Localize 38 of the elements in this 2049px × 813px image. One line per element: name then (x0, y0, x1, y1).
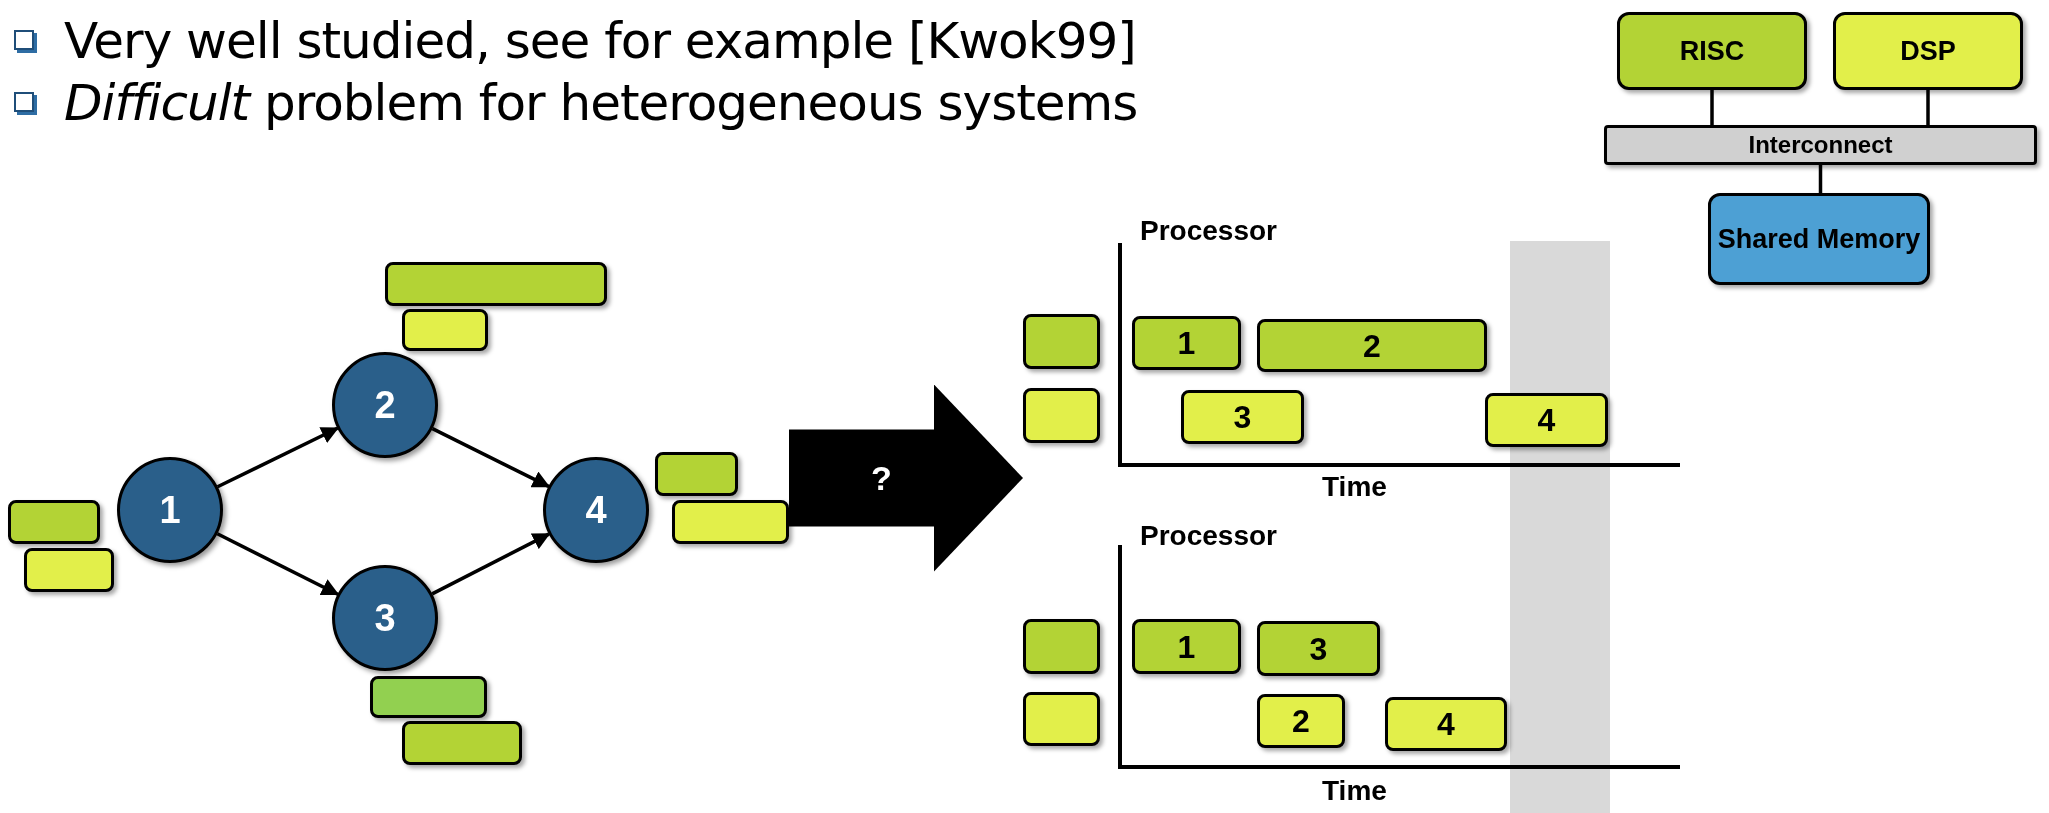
empty-bar (1023, 692, 1100, 746)
empty-bar (1023, 314, 1100, 369)
interconnect-bar: Interconnect (1604, 125, 2037, 165)
connector-line (1818, 165, 1823, 193)
arrow (216, 426, 339, 489)
task-bar: 1 (1132, 316, 1241, 370)
processor-block: Shared Memory (1708, 193, 1930, 285)
arrow (431, 532, 551, 596)
empty-bar (24, 548, 114, 592)
processor-block: DSP (1833, 12, 2023, 90)
processor-block: RISC (1617, 12, 1807, 90)
bullet-text: Difficult problem for heterogeneous systems (64, 74, 1138, 132)
empty-bar (672, 500, 789, 544)
connector-line (1926, 90, 1930, 125)
block-arrow (789, 384, 1023, 572)
axis-label: Processor (1140, 519, 1277, 553)
empty-bar (370, 676, 487, 718)
empty-bar (1023, 388, 1100, 443)
task-bar: 4 (1385, 697, 1507, 751)
empty-bar (655, 452, 738, 496)
empty-bar (385, 262, 607, 306)
empty-bar (402, 721, 522, 765)
task-bar: 4 (1485, 393, 1608, 447)
empty-bar (1023, 619, 1100, 674)
axis-label: Time (1322, 470, 1387, 504)
axis-label: Time (1322, 774, 1387, 808)
bullet-text: Very well studied, see for example [Kwok99] (64, 12, 1136, 70)
task-bar: 1 (1132, 619, 1241, 674)
empty-bar (8, 500, 100, 544)
arrow (216, 532, 340, 596)
empty-bar (402, 309, 488, 351)
axis-label: Processor (1140, 214, 1277, 248)
arrow (431, 427, 551, 488)
task-bar: 2 (1257, 319, 1487, 372)
task-bar: 2 (1257, 694, 1345, 748)
task-bar: 3 (1181, 390, 1304, 444)
connector-line (1710, 90, 1714, 125)
task-bar: 3 (1257, 621, 1380, 676)
